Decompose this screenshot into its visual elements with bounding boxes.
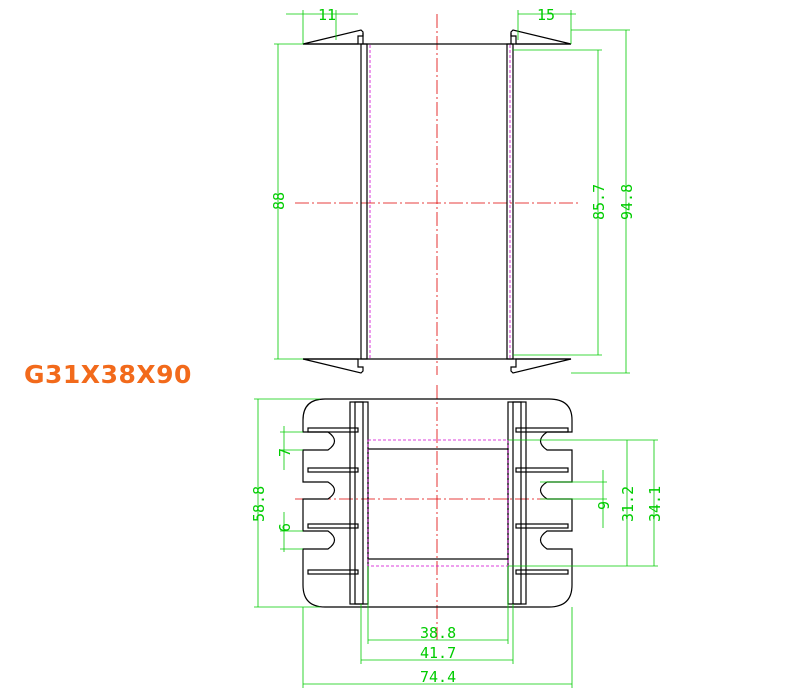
center-window bbox=[367, 448, 509, 560]
dim-flange-left-width: 11 bbox=[318, 6, 336, 24]
bottom-flange-left-tab bbox=[302, 358, 364, 374]
right-pins bbox=[515, 427, 569, 575]
core-wall-left-inner bbox=[354, 401, 364, 605]
hidden-core-outline bbox=[367, 439, 509, 567]
dim-overall-width: 74.4 bbox=[420, 668, 456, 686]
left-pins bbox=[307, 427, 359, 575]
dim-inner-width: 41.7 bbox=[420, 644, 456, 662]
top-flange-left-tab bbox=[302, 29, 364, 45]
dim-core-height: 31.2 bbox=[619, 486, 637, 522]
core-wall-right-inner bbox=[512, 401, 522, 605]
flange-outline bbox=[302, 398, 573, 608]
dim-core-width: 38.8 bbox=[420, 624, 456, 642]
dim-slot-width-left: 6 bbox=[276, 523, 294, 532]
dim-inner-height: 85.7 bbox=[590, 184, 608, 220]
bottom-view: 58.8 7 6 9 31.2 34.1 38.8 bbox=[250, 385, 664, 688]
dim-overall-height: 88 bbox=[270, 192, 288, 210]
top-view: 11 15 88 85.7 94.8 bbox=[270, 6, 636, 375]
top-flange-right-tab bbox=[510, 29, 572, 45]
bottom-flange-right-tab bbox=[510, 358, 572, 374]
dim-flange-right-width: 15 bbox=[537, 6, 555, 24]
dim-total-height: 94.8 bbox=[618, 184, 636, 220]
dim-bottom-overall-height: 58.8 bbox=[250, 486, 268, 522]
part-title: G31X38X90 bbox=[24, 360, 192, 389]
body-wall-left bbox=[360, 43, 368, 360]
dim-window-height: 34.1 bbox=[646, 486, 664, 522]
dim-slot-width-right: 9 bbox=[595, 501, 613, 510]
dim-slot-pitch: 7 bbox=[276, 448, 294, 457]
